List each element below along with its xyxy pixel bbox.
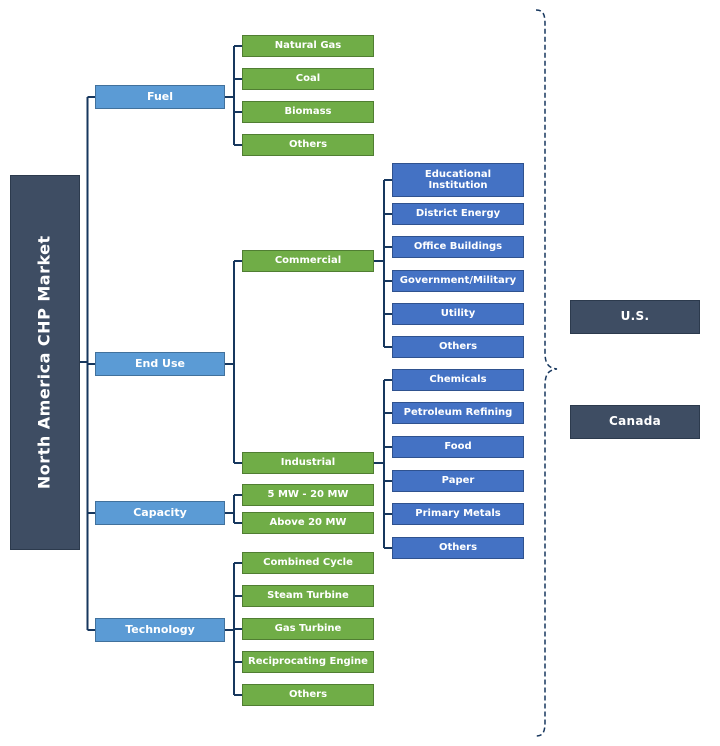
region-us: U.S. [570, 300, 700, 334]
node-chemicals: Chemicals [392, 369, 524, 391]
node-5mw-20mw: 5 MW - 20 MW [242, 484, 374, 506]
node-biomass: Biomass [242, 101, 374, 123]
node-utility: Utility [392, 303, 524, 325]
node-fuel: Fuel [95, 85, 225, 109]
node-natural-gas: Natural Gas [242, 35, 374, 57]
node-primary-metals: Primary Metals [392, 503, 524, 525]
node-above-20mw: Above 20 MW [242, 512, 374, 534]
node-steam-turbine: Steam Turbine [242, 585, 374, 607]
node-commercial: Commercial [242, 250, 374, 272]
root-node-label: North America CHP Market [34, 235, 54, 490]
node-paper: Paper [392, 470, 524, 492]
node-government-military: Government/Military [392, 270, 524, 292]
node-reciprocating-engine: Reciprocating Engine [242, 651, 374, 673]
capacity-connectors [225, 494, 242, 524]
node-combined-cycle: Combined Cycle [242, 552, 374, 574]
node-commercial-others: Others [392, 336, 524, 358]
node-capacity: Capacity [95, 501, 225, 525]
end-use-connectors [225, 260, 242, 464]
node-coal: Coal [242, 68, 374, 90]
node-gas-turbine: Gas Turbine [242, 618, 374, 640]
technology-connectors [225, 562, 242, 696]
root-trunk-connector [80, 96, 95, 631]
root-node: North America CHP Market [10, 175, 80, 550]
node-educational-institution: Educational Institution [392, 163, 524, 197]
node-industrial: Industrial [242, 452, 374, 474]
industrial-connectors [374, 379, 392, 549]
node-office-buildings: Office Buildings [392, 236, 524, 258]
regions-brace [535, 9, 558, 737]
node-technology: Technology [95, 618, 225, 642]
commercial-connectors [374, 179, 392, 348]
node-district-energy: District Energy [392, 203, 524, 225]
region-canada: Canada [570, 405, 700, 439]
fuel-connectors [225, 45, 242, 146]
node-industrial-others: Others [392, 537, 524, 559]
node-food: Food [392, 436, 524, 458]
node-end-use: End Use [95, 352, 225, 376]
node-fuel-others: Others [242, 134, 374, 156]
node-technology-others: Others [242, 684, 374, 706]
node-petroleum-refining: Petroleum Refining [392, 402, 524, 424]
